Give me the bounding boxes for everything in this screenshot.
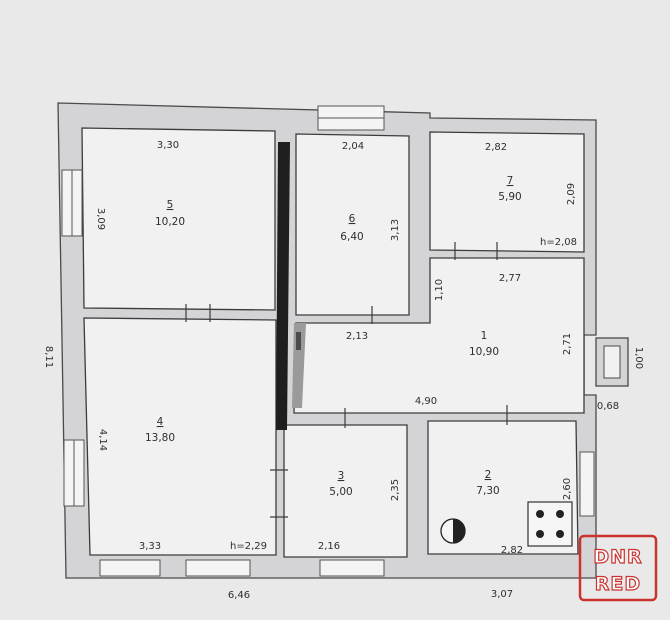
dim-r2-width: 2,82: [501, 545, 523, 556]
dim-overall-height: 8,11: [43, 346, 54, 368]
dim-porch-width: 1,00: [633, 347, 644, 369]
stove-flue: [292, 323, 306, 408]
dim-porch-depth: 0,68: [597, 401, 619, 412]
dim-r3-width: 2,16: [318, 541, 340, 552]
porch-step: [603, 345, 621, 379]
dim-r7-height: 2,09: [566, 183, 577, 205]
room-6-area: 6,40: [340, 231, 363, 243]
dim-r7-ceiling: h=2,08: [540, 237, 577, 248]
door-marks: [185, 242, 508, 518]
dim-overall-bottom-right: 3,07: [491, 589, 513, 600]
window-bottom-room-3: [319, 559, 385, 577]
dim-r1-top: 2,77: [499, 273, 521, 284]
window-right-room-2: [579, 451, 595, 517]
room-2-number: 2: [485, 469, 492, 481]
room-3-area: 5,00: [329, 486, 352, 498]
room-7-area: 5,90: [498, 191, 521, 203]
room-2-area: 7,30: [476, 485, 499, 497]
room-6-number: 6: [349, 213, 356, 225]
watermark-logo: DNR RED: [578, 534, 658, 602]
room-5-number: 5: [167, 199, 174, 211]
room-5: [81, 127, 276, 311]
room-7-number: 7: [507, 175, 514, 187]
dim-r6-width: 2,04: [342, 141, 364, 152]
chimney-duct: [276, 142, 290, 430]
room-1-area: 10,90: [469, 346, 499, 358]
room-1-number: 1: [481, 330, 488, 342]
room-6: [295, 133, 410, 316]
dim-r2-height: 2,60: [562, 478, 573, 500]
watermark-line-2: RED: [595, 573, 641, 595]
watermark-line-1: DNR: [593, 546, 642, 568]
dim-r7-width: 2,82: [485, 142, 507, 153]
room-4-area: 13,80: [145, 432, 175, 444]
dim-r5-width: 3,30: [157, 140, 179, 151]
window-bottom-room-4: [185, 559, 251, 577]
room-1: [293, 257, 585, 414]
flue-mark: [296, 332, 301, 350]
room-4: [83, 317, 277, 556]
room-4-number: 4: [157, 416, 164, 428]
room-3-number: 3: [338, 470, 345, 482]
dim-r4-height: 4,14: [97, 429, 108, 451]
window-bottom-left: [99, 559, 161, 577]
room-3: [283, 424, 408, 558]
dim-r1-right: 2,71: [562, 333, 573, 355]
dim-r1-left: 1,10: [434, 279, 445, 301]
dim-r3-height: 2,35: [390, 479, 401, 501]
room-5-area: 10,20: [155, 216, 185, 228]
dim-r4-width: 3,33: [139, 541, 161, 552]
boiler-icon-half: [453, 519, 465, 543]
dim-r1-bottom: 4,90: [415, 396, 437, 407]
dim-r4-ceiling: h=2,29: [230, 541, 267, 552]
dim-overall-bottom-left: 6,46: [228, 590, 250, 601]
dim-r1-notch: 2,13: [346, 331, 368, 342]
dim-r6-height: 3,13: [390, 219, 401, 241]
stove-icon: [527, 501, 573, 547]
stove-burners: [536, 510, 564, 538]
room-7: [429, 131, 585, 253]
dim-r5-height: 3,09: [95, 208, 106, 230]
